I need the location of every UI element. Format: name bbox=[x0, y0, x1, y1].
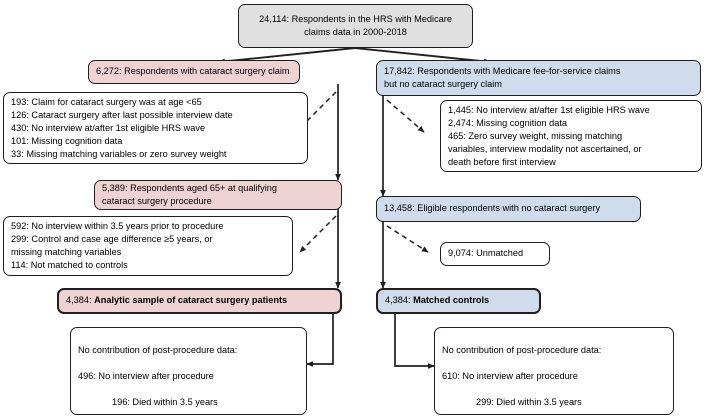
node-source: 24,114: Respondents in the HRS with Medi… bbox=[238, 4, 473, 48]
edge-controls-exclusions-1 bbox=[386, 99, 425, 133]
node-controls-claim: 17,842: Respondents with Medicare fee-fo… bbox=[376, 60, 701, 96]
controls-postproc-line-2: 610: No interview after procedure bbox=[442, 371, 578, 382]
node-cases-final: 4,384: Analytic sample of cataract surge… bbox=[57, 288, 342, 314]
edge-controls-final-to-postproc bbox=[394, 313, 435, 369]
node-controls-final: 4,384: Matched controls bbox=[376, 288, 541, 314]
node-controls-exclusions-1: 1,445: No interview at/after 1st eligibl… bbox=[440, 100, 702, 172]
node-cases-aged65: 5,389: Respondents aged 65+ at qualifyin… bbox=[94, 180, 342, 210]
node-controls-final-count: 4,384: bbox=[385, 295, 414, 306]
node-cases-postproc: No contribution of post-procedure data: … bbox=[70, 327, 307, 415]
node-cases-final-count: 4,384: bbox=[66, 295, 95, 306]
edge-cases-exclusions-2 bbox=[299, 215, 337, 253]
node-controls-final-label: Matched controls bbox=[413, 295, 490, 306]
edge-cases-final-to-postproc bbox=[306, 313, 334, 367]
controls-postproc-line-1: No contribution of post-procedure data: bbox=[442, 345, 602, 356]
node-cases-final-label: Analytic sample of cataract surgery pati… bbox=[94, 295, 288, 306]
node-controls-eligible: 13,458: Eligible respondents with no cat… bbox=[376, 196, 641, 222]
edge-controls-unmatched bbox=[386, 225, 429, 253]
node-controls-postproc: No contribution of post-procedure data: … bbox=[434, 327, 674, 415]
node-controls-unmatched: 9,074: Unmatched bbox=[440, 242, 550, 266]
controls-postproc-line-3: 299: Died within 3.5 years bbox=[476, 397, 582, 408]
cases-postproc-line-3: 196: Died within 3.5 years bbox=[112, 397, 218, 408]
cases-postproc-line-2: 496: No interview after procedure bbox=[78, 371, 214, 382]
cases-postproc-line-1: No contribution of post-procedure data: bbox=[78, 345, 238, 356]
node-cases-exclusions-2: 592: No interview within 3.5 years prior… bbox=[3, 216, 293, 276]
node-cases-exclusions-1: 193: Claim for cataract surgery was at a… bbox=[3, 92, 308, 164]
node-cases-claim: 6,272: Respondents with cataract surgery… bbox=[88, 60, 300, 84]
